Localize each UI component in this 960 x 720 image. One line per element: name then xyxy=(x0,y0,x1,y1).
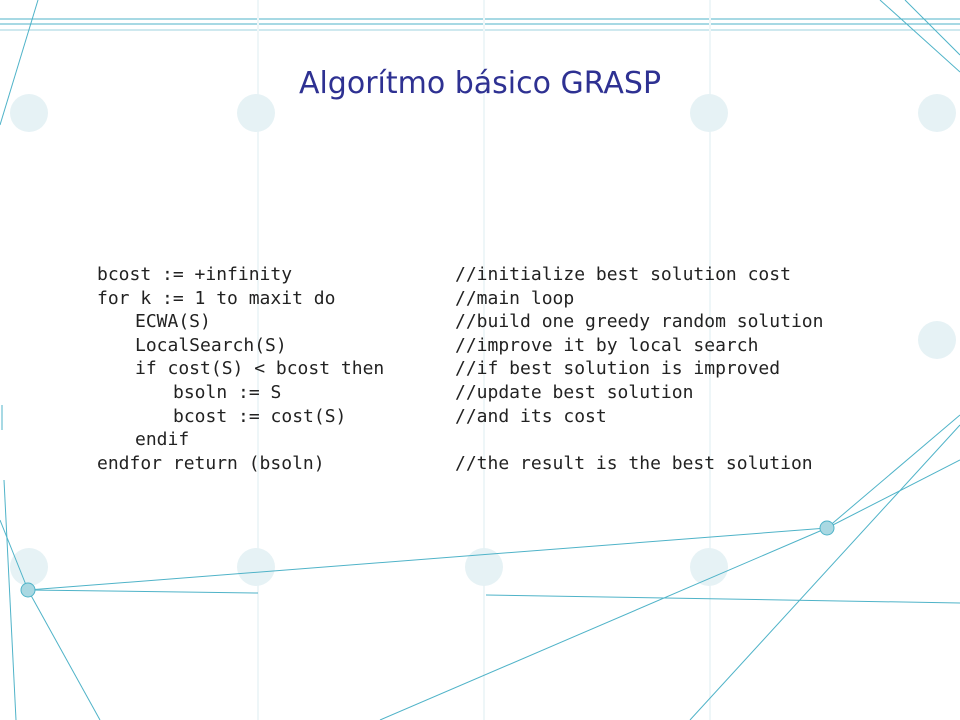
network-line xyxy=(0,0,39,126)
network-line xyxy=(904,0,960,56)
network-line xyxy=(3,479,17,720)
code-statement: endif xyxy=(135,429,190,451)
code-comment: //improve it by local search xyxy=(455,334,759,356)
network-line xyxy=(826,414,960,529)
network-line xyxy=(879,0,960,73)
code-comment: //build one greedy random solution xyxy=(455,311,824,333)
decor-dot xyxy=(690,94,728,132)
network-node xyxy=(20,582,36,598)
network-line xyxy=(379,527,828,720)
code-statement: bsoln := S xyxy=(173,381,282,403)
code-statement: for k := 1 to maxit do xyxy=(97,287,336,309)
network-line xyxy=(485,594,960,604)
decor-dot xyxy=(237,548,275,586)
code-comment: //the result is the best solution xyxy=(455,452,813,474)
decor-dot xyxy=(690,548,728,586)
network-line xyxy=(0,519,29,591)
slide-title: Algorítmo básico GRASP xyxy=(298,66,662,101)
code-statement: bcost := +infinity xyxy=(97,264,293,285)
code-comment: //initialize best solution cost xyxy=(455,264,791,285)
code-statement: if cost(S) < bcost then xyxy=(135,358,385,380)
decor-dot xyxy=(237,94,275,132)
network-line xyxy=(689,424,960,720)
code-comment: //and its cost xyxy=(455,405,607,427)
decor-dot xyxy=(465,548,503,586)
network-line xyxy=(826,459,960,529)
code-statement: ECWA(S) xyxy=(135,311,211,333)
code-comment: //if best solution is improved xyxy=(455,358,781,380)
code-statement: endfor return (bsoln) xyxy=(97,452,325,474)
decor-dot xyxy=(918,321,956,359)
decor-dot xyxy=(918,94,956,132)
network-node xyxy=(819,520,835,536)
decor-dot xyxy=(10,94,48,132)
code-comment: //main loop xyxy=(455,287,575,309)
code-statement: LocalSearch(S) xyxy=(135,334,287,356)
network-line xyxy=(27,589,101,720)
network-line xyxy=(27,589,259,594)
code-comment: //update best solution xyxy=(455,381,694,403)
code-statement: bcost := cost(S) xyxy=(173,405,347,427)
decor-dot xyxy=(10,548,48,586)
network-line xyxy=(27,527,828,591)
